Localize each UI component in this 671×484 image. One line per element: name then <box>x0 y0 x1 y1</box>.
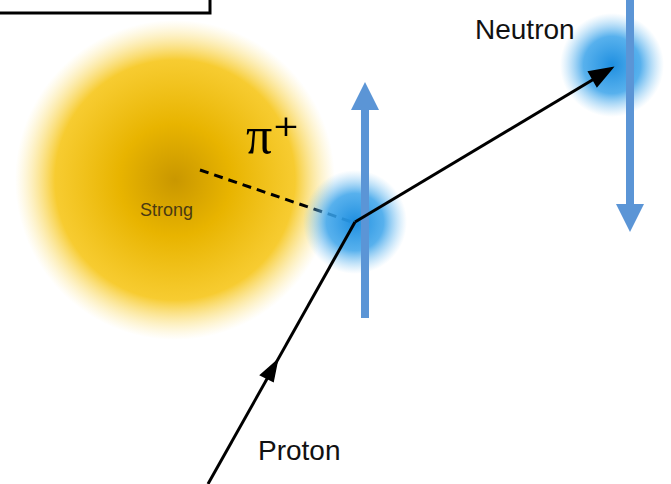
neutron-particle: Neutron <box>460 0 671 130</box>
spin-arrow <box>626 0 634 208</box>
frame-corner <box>0 0 210 13</box>
force-label: Strong <box>140 201 193 219</box>
trajectory-arrowhead <box>261 361 277 381</box>
spin-arrow <box>361 104 369 318</box>
neutron-blob <box>560 13 664 117</box>
trajectory-line <box>355 79 594 222</box>
nucleus-shape <box>15 20 335 340</box>
particle-name: Neutron <box>475 16 575 44</box>
trajectory-arrowhead <box>589 68 612 86</box>
spin-arrowhead <box>616 204 644 232</box>
nucleus-blob <box>15 20 335 340</box>
trajectory-line <box>208 222 355 484</box>
nucleus-field: Strong <box>15 20 335 340</box>
spin-arrowhead <box>351 82 379 110</box>
particle-symbol: π⁺ <box>246 110 300 162</box>
particle-name: Proton <box>258 437 341 465</box>
